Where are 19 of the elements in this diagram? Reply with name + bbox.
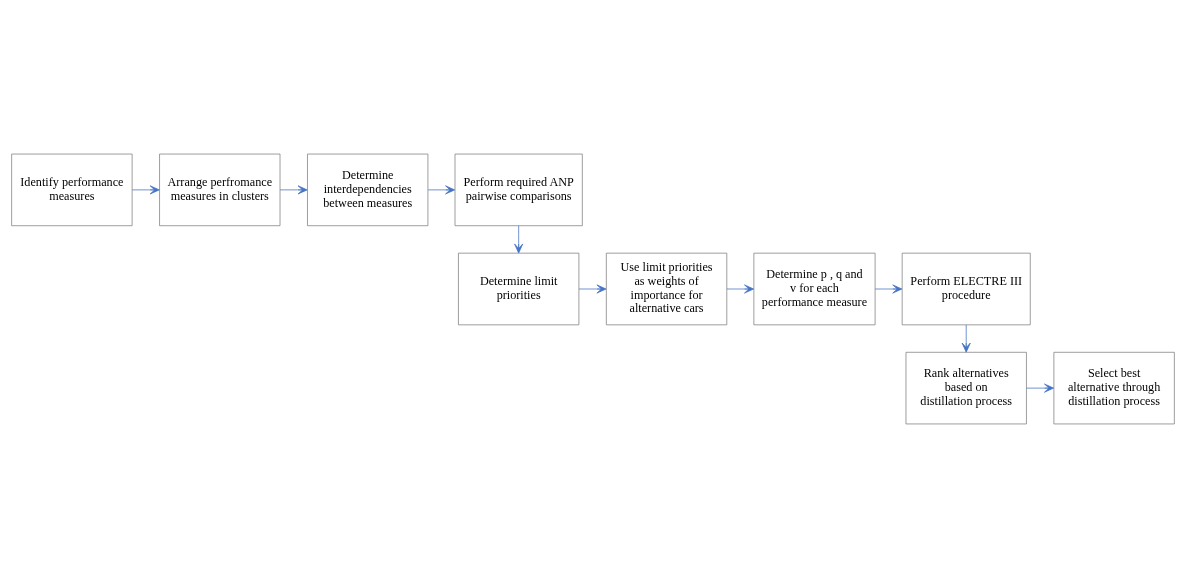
node-box: Arrange perfromance measures in clusters [159,153,281,226]
arrow [961,324,971,353]
node-box: Identify performance measures [11,153,133,226]
arrow [578,284,607,293]
arrow [1026,383,1054,393]
node-box: Determine p , q and v for each performance measure [753,252,876,325]
node-box: Use limit priorities as weights of importance for alternative cars [605,252,728,325]
arrow [131,184,160,194]
arrow [514,225,524,253]
node-box: Determine interdependencies between measures [307,153,429,226]
node-box: Select best alternative through distillation process [1053,351,1175,424]
arrow [279,184,308,194]
node-box: Perform required ANP pairwise comparisons [454,153,583,226]
node-box: Perform ELECTRE III procedure [901,252,1031,325]
arrow [726,284,754,293]
arrow [874,284,903,293]
node-box: Determine limit priorities [458,252,580,325]
node-box: Rank alternatives based on distillation process [905,351,1027,424]
arrow [427,184,456,194]
